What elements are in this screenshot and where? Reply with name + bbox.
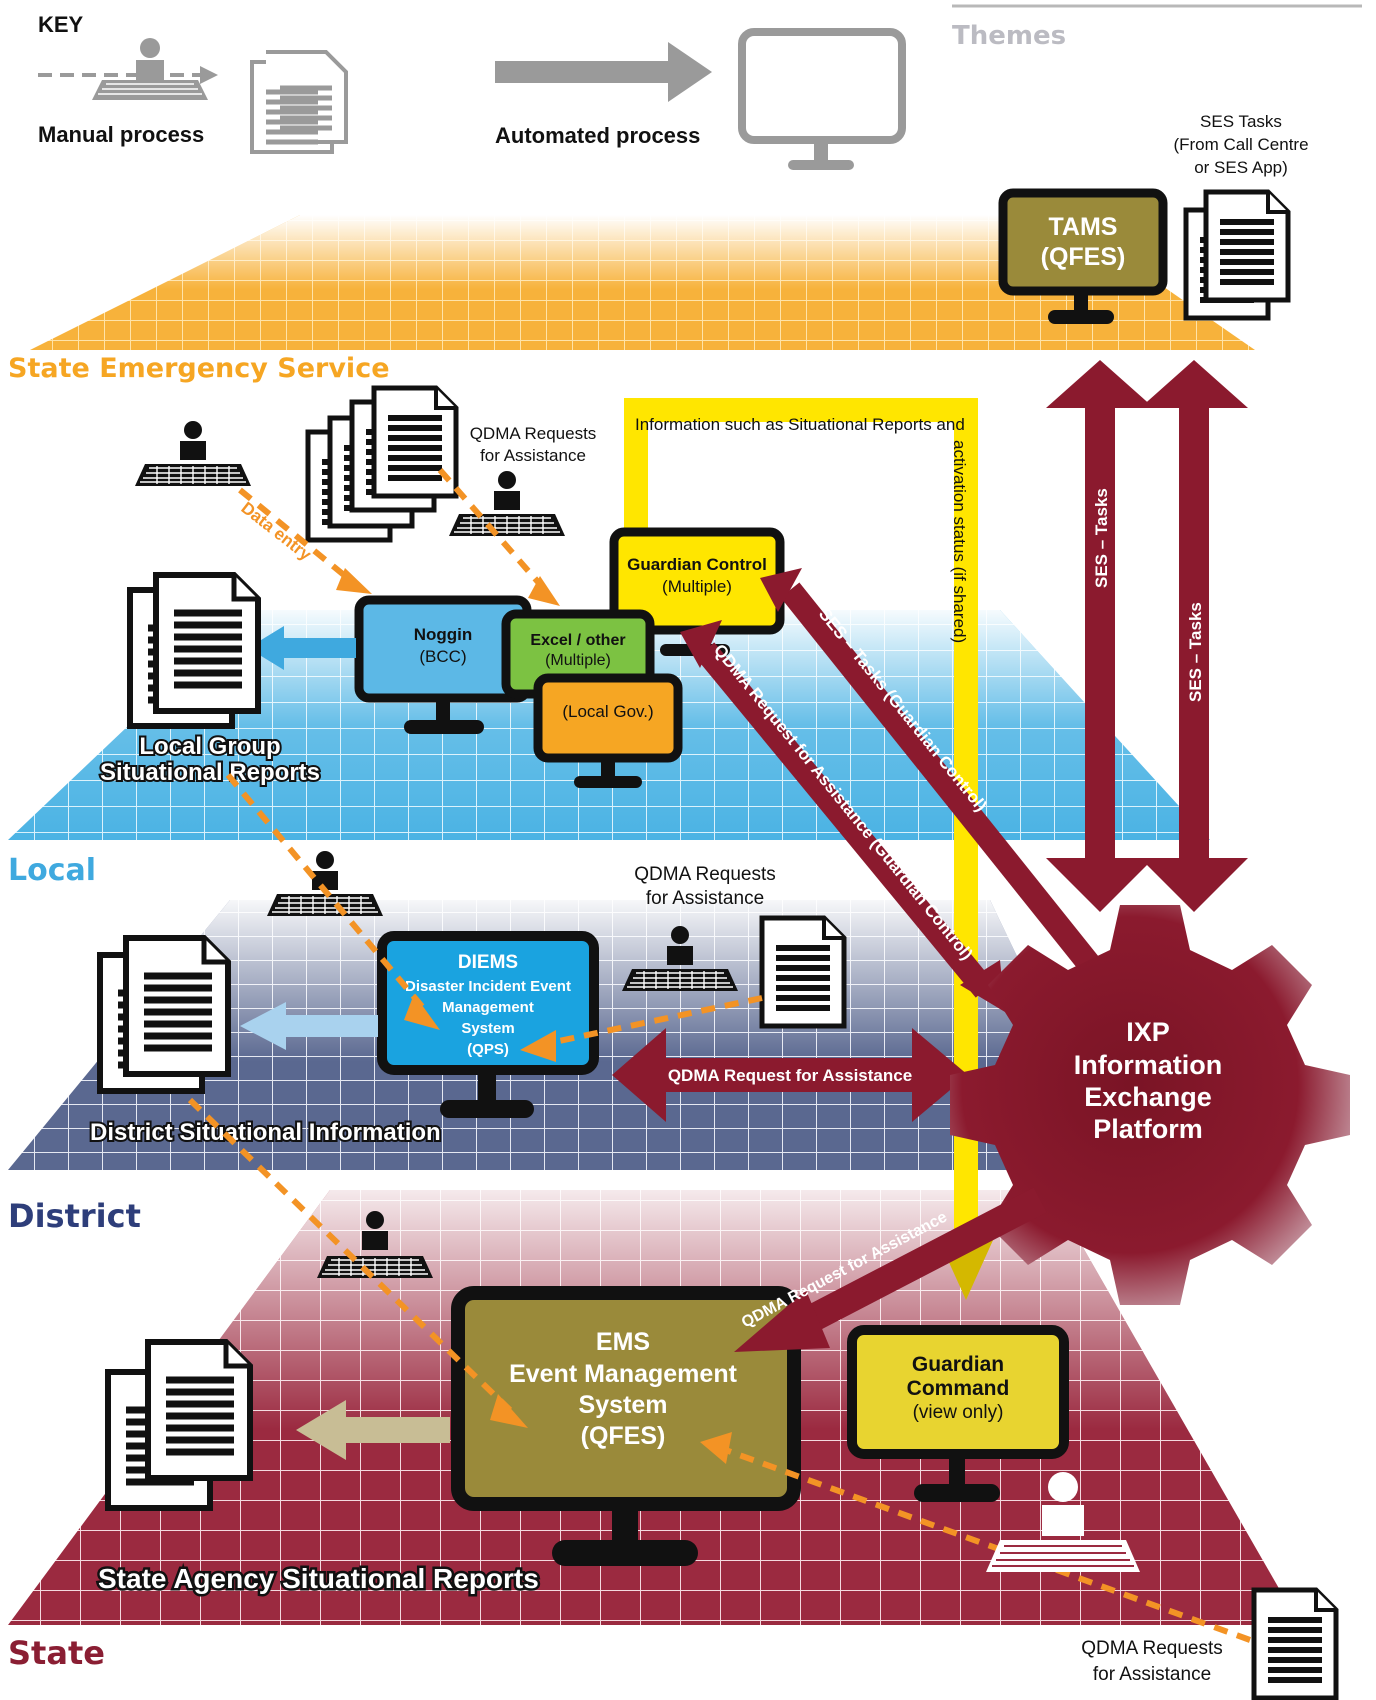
- local-qdma-documents: QDMA Requests for Assistance: [308, 388, 596, 540]
- local-qdma-operator: [448, 471, 566, 537]
- local-manual-flows: [238, 468, 548, 592]
- guardian-command-line2: Command: [907, 1377, 1010, 1400]
- local-data-entry-operator: [134, 421, 252, 487]
- diems-monitor: DIEMS Disaster Incident Event Management…: [377, 931, 599, 1118]
- guardian-control-name: Guardian Control: [627, 555, 767, 574]
- state-reports-label: State Agency Situational Reports: [98, 1563, 539, 1594]
- ses-tasks-arrow-label-2: SES – Tasks: [1186, 602, 1205, 702]
- manual-operator-icon: [92, 38, 208, 100]
- ses-tasks-arrow-label-1: SES – Tasks: [1092, 488, 1111, 588]
- ixp-gear: IXP Information Exchange Platform: [950, 905, 1350, 1305]
- district-output-arrow: [240, 1002, 378, 1050]
- excel-note: (Multiple): [545, 652, 611, 669]
- local-qdma-label-2: for Assistance: [480, 446, 586, 465]
- ems-line2: System: [579, 1391, 668, 1419]
- ems-org: (QFES): [581, 1422, 666, 1450]
- qdma-district-double-arrow: QDMA Request for Assistance: [612, 1028, 968, 1122]
- themes-header: Themes: [952, 4, 1362, 51]
- district-qdma-document: [762, 918, 844, 1026]
- ems-name: EMS: [596, 1328, 650, 1356]
- diems-line1: Disaster Incident Event: [405, 978, 571, 995]
- manual-process-label: Manual process: [38, 122, 204, 147]
- layer-title-local: Local: [8, 853, 96, 888]
- layer-title-district: District: [8, 1197, 141, 1235]
- layer-title-ses: State Emergency Service: [8, 353, 390, 384]
- key-title: KEY: [38, 12, 84, 37]
- local-qdma-label-1: QDMA Requests: [470, 424, 597, 443]
- svg-text:QDMA Requests: QDMA Requests: [634, 864, 776, 885]
- ixp-line2: Exchange: [1084, 1082, 1212, 1112]
- svg-text:for Assistance: for Assistance: [1093, 1664, 1211, 1685]
- info-flow-label-2: activation status (if shared): [950, 440, 969, 643]
- info-flow-label-1: Information such as Situational Reports …: [635, 415, 965, 434]
- diems-name: DIEMS: [458, 952, 518, 973]
- qdma-district-label: QDMA Request for Assistance: [668, 1066, 912, 1085]
- local-group-reports-documents: [130, 575, 258, 726]
- diems-line3: System: [461, 1020, 514, 1037]
- state-output-arrow: [296, 1400, 450, 1460]
- noggin-note: (BCC): [419, 647, 466, 666]
- ses-tasks-label-2: (From Call Centre: [1173, 135, 1308, 154]
- local-to-district-operator: [266, 851, 384, 917]
- state-qdma-operator: [986, 1472, 1140, 1572]
- manual-document-icon: [250, 50, 348, 154]
- excel-name: Excel / other: [530, 632, 625, 649]
- ems-line1: Event Management: [509, 1360, 738, 1388]
- svg-text:QDMA Requests: QDMA Requests: [1081, 1638, 1223, 1659]
- district-manual-flows: [225, 773, 763, 1048]
- ixp-line3: Platform: [1093, 1114, 1203, 1144]
- guardian-command-monitor: Guardian Command (view only): [847, 1325, 1069, 1502]
- ses-tasks-double-arrow-2: SES – Tasks: [1140, 360, 1248, 912]
- noggin-name: Noggin: [414, 625, 473, 644]
- themes-label: Themes: [952, 21, 1066, 51]
- guardian-command-note: (view only): [913, 1402, 1004, 1423]
- district-qdma-label: QDMA Requests for Assistance: [634, 864, 776, 909]
- ems-monitor: EMS Event Management System (QFES): [451, 1286, 801, 1566]
- local-group-reports-label: Local Group Situational Reports: [98, 731, 322, 788]
- svg-text:Local Group: Local Group: [139, 733, 280, 760]
- svg-text:Situational Reports: Situational Reports: [100, 759, 320, 786]
- state-manual-flows: [187, 1097, 1252, 1643]
- diems-line2: Management: [442, 999, 534, 1016]
- ses-tasks-documents: SES Tasks (From Call Centre or SES App): [1173, 112, 1309, 318]
- ses-layer-plane: [30, 215, 1255, 350]
- svg-text:for Assistance: for Assistance: [646, 888, 764, 909]
- local-gov-name: (Local Gov.): [562, 702, 653, 721]
- state-qdma-document: [1254, 1590, 1336, 1698]
- tams-monitor: TAMS (QFES): [998, 188, 1168, 324]
- district-info-documents: [100, 938, 228, 1091]
- local-gov-monitor: (Local Gov.): [533, 673, 683, 788]
- automated-process-label: Automated process: [495, 123, 700, 148]
- ses-tasks-double-arrow-1: SES – Tasks: [1046, 360, 1154, 912]
- state-qdma-label: QDMA Requests for Assistance: [1081, 1638, 1223, 1685]
- diems-org: (QPS): [467, 1041, 509, 1058]
- guardian-control-note: (Multiple): [662, 577, 732, 596]
- automated-monitor-icon: [738, 28, 906, 170]
- district-info-label: District Situational Information: [90, 1119, 441, 1146]
- ixp-line1: Information: [1074, 1050, 1223, 1080]
- guardian-command-line1: Guardian: [912, 1353, 1004, 1376]
- key-legend: KEY Manual process Automated process: [38, 12, 906, 170]
- layer-title-state: State: [8, 1634, 105, 1672]
- tams-name: TAMS: [1049, 213, 1118, 241]
- ixp-name: IXP: [1126, 1017, 1170, 1047]
- data-entry-label: Data entry: [238, 498, 316, 564]
- ses-tasks-label-1: SES Tasks: [1200, 112, 1282, 131]
- local-output-arrow: [248, 626, 356, 670]
- tams-org: (QFES): [1041, 243, 1126, 271]
- ses-tasks-label-3: or SES App): [1194, 158, 1288, 177]
